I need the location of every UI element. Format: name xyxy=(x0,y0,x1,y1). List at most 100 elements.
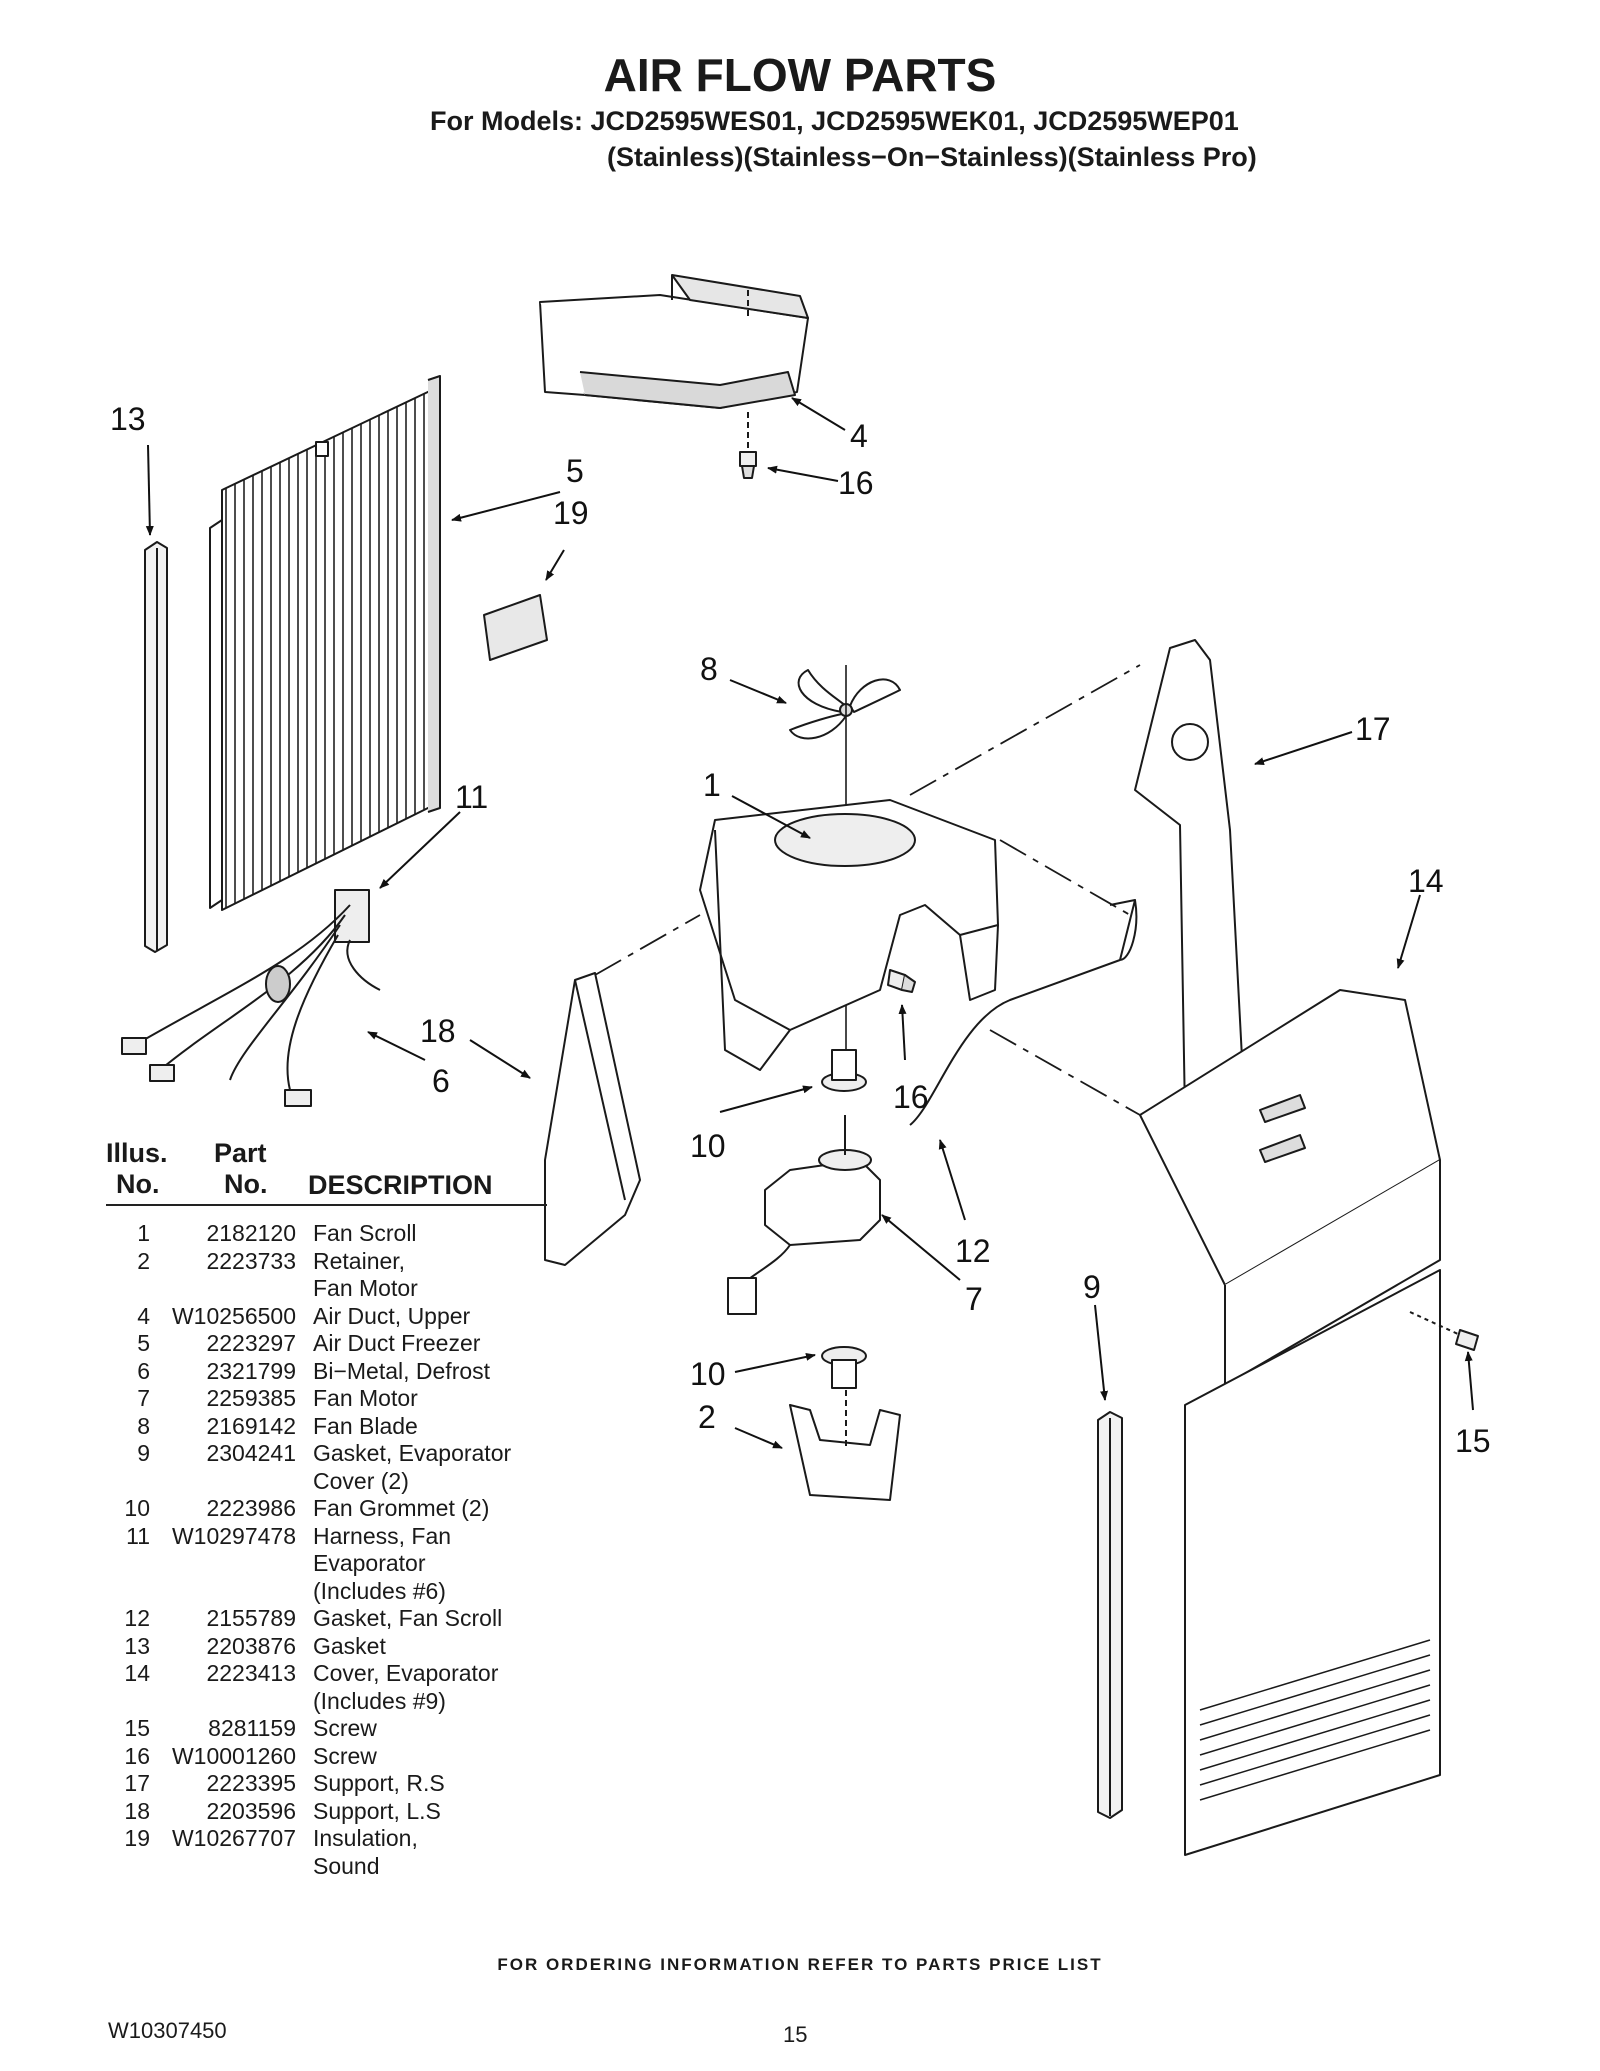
part-description: Fan Blade xyxy=(313,1413,560,1441)
part-description: Gasket, Fan Scroll xyxy=(313,1605,560,1633)
part-description: Support, R.S xyxy=(313,1770,560,1798)
illus-number: 8 xyxy=(137,1412,150,1439)
callout-16-upper: 16 xyxy=(838,465,874,501)
callout-4: 4 xyxy=(850,418,868,454)
illus-number: 19 xyxy=(124,1825,150,1851)
description-line: Screw xyxy=(313,1742,377,1769)
illus-number: 7 xyxy=(137,1385,150,1411)
callout-5: 5 xyxy=(566,453,584,489)
part-14-cover-evaporator xyxy=(1139,989,1441,1856)
part-7-fan-motor xyxy=(727,1115,881,1315)
part-10-fan-grommet-upper xyxy=(821,1049,867,1092)
description-line: Gasket xyxy=(313,1632,386,1659)
part-description: Retainer,Fan Motor xyxy=(313,1248,560,1303)
callout-15: 15 xyxy=(1455,1423,1491,1459)
document-number: W10307450 xyxy=(108,2018,227,2043)
part-number: 8281159 xyxy=(208,1715,296,1741)
callout-8: 8 xyxy=(700,651,718,687)
callout-13: 13 xyxy=(110,401,146,437)
part-number: 2203876 xyxy=(206,1632,296,1659)
table-row: 10 2223986 Fan Grommet (2) xyxy=(100,1495,560,1523)
part-number: W10001260 xyxy=(171,1742,296,1769)
description-line: (Includes #6) xyxy=(313,1577,446,1604)
part-description: Fan Motor xyxy=(313,1385,560,1413)
part-8-fan-blade xyxy=(789,669,901,740)
illus-number: 15 xyxy=(124,1715,150,1741)
part-number: 2321799 xyxy=(206,1357,296,1384)
illus-number: 5 xyxy=(137,1330,150,1356)
part-18-support-ls xyxy=(544,972,641,1266)
part-number: W10297478 xyxy=(171,1522,296,1549)
description-line: Retainer, xyxy=(313,1247,406,1274)
illus-number: 4 xyxy=(137,1302,150,1329)
part-12-gasket-fan-scroll xyxy=(909,899,1138,1126)
description-line: Gasket, Fan Scroll xyxy=(313,1605,503,1631)
illus-number: 1 xyxy=(137,1220,150,1246)
part-number: 2259385 xyxy=(206,1385,296,1411)
illus-number: 6 xyxy=(137,1357,150,1384)
illus-number: 11 xyxy=(126,1522,150,1549)
part-description: Cover, Evaporator(Includes #9) xyxy=(313,1660,560,1715)
leader-arrows xyxy=(145,397,1474,1449)
ordering-note: FOR ORDERING INFORMATION REFER TO PARTS … xyxy=(497,1955,1103,1974)
part-description: Screw xyxy=(313,1743,560,1771)
description-line: Support, L.S xyxy=(313,1797,441,1824)
callout-7: 7 xyxy=(965,1281,983,1317)
part-number: 2223297 xyxy=(206,1330,296,1356)
part-10-fan-grommet-lower xyxy=(821,1346,867,1389)
callout-17: 17 xyxy=(1355,711,1391,747)
callout-18: 18 xyxy=(420,1013,456,1049)
illus-number: 17 xyxy=(124,1770,150,1796)
callout-16-lower: 16 xyxy=(893,1079,929,1115)
part-9-gasket-evaporator-cover xyxy=(1097,1411,1123,1819)
callout-6: 6 xyxy=(432,1063,450,1099)
page-number: 15 xyxy=(783,2022,808,2047)
part-number: 2223986 xyxy=(206,1495,296,1521)
part-11-harness xyxy=(121,889,381,1107)
description-line: Fan Motor xyxy=(313,1275,418,1301)
illus-number: 9 xyxy=(137,1440,150,1466)
callout-10-upper: 10 xyxy=(690,1128,726,1164)
table-header-rule xyxy=(106,1204,547,1206)
description-line: Air Duct Freezer xyxy=(313,1330,481,1356)
description-line: Fan Scroll xyxy=(313,1220,417,1246)
table-row: 5 2223297 Air Duct Freezer xyxy=(100,1330,560,1358)
part-number: 2223395 xyxy=(206,1770,296,1796)
description-line: Fan Grommet (2) xyxy=(313,1495,490,1521)
part-1-fan-scroll xyxy=(699,799,999,1071)
part-15-screw xyxy=(1409,1311,1479,1351)
part-16-screw-upper xyxy=(739,451,757,479)
illus-number: 18 xyxy=(124,1797,150,1824)
part-13-gasket xyxy=(144,541,168,953)
callout-14: 14 xyxy=(1408,863,1444,899)
part-description: Support, L.S xyxy=(313,1798,560,1826)
part-number: 2155789 xyxy=(206,1605,296,1631)
part-description: Insulation, Sound xyxy=(313,1825,560,1880)
part-19-insulation-sound xyxy=(483,594,548,661)
part-number: 2203596 xyxy=(206,1797,296,1824)
callout-19: 19 xyxy=(553,495,589,531)
callout-12: 12 xyxy=(955,1233,991,1269)
table-row: 17 2223395 Support, R.S xyxy=(100,1770,560,1798)
description-line: Bi−Metal, Defrost xyxy=(313,1357,491,1384)
table-row: 6 2321799 Bi−Metal, Defrost xyxy=(100,1358,560,1386)
part-4-air-duct-upper xyxy=(539,274,809,409)
part-description: Air Duct, Upper xyxy=(313,1303,560,1331)
part-description: Fan Scroll xyxy=(313,1220,560,1248)
part-number: 2223733 xyxy=(206,1247,296,1274)
part-number: W10267707 xyxy=(171,1825,296,1851)
callout-11: 11 xyxy=(455,779,488,815)
model-list: For Models: JCD2595WES01, JCD2595WEK01, … xyxy=(430,106,1239,136)
description-line: Evaporator xyxy=(313,1550,426,1576)
illus-number: 10 xyxy=(124,1495,150,1521)
description-line: Harness, Fan xyxy=(313,1522,452,1549)
description-line: Sound xyxy=(313,1852,380,1879)
